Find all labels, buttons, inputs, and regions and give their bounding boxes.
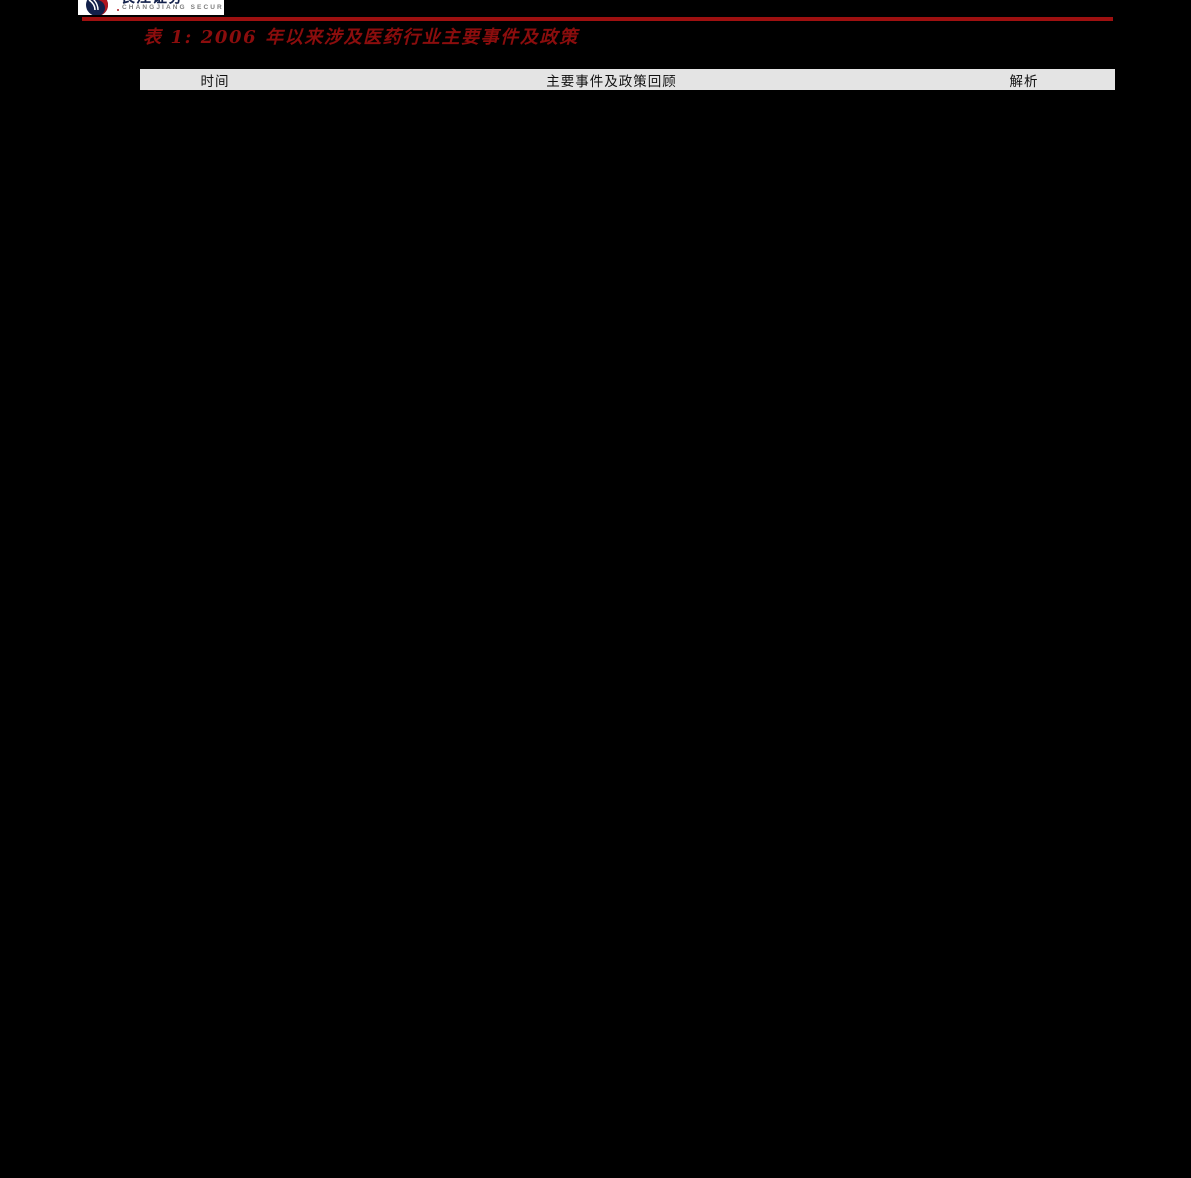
header-red-rule	[82, 17, 1113, 21]
company-logo: 长江证券 CHANGJIANG SECURITIES	[78, 0, 224, 15]
logo-chinese-name: 长江证券	[120, 0, 184, 5]
table-header: 时间 主要事件及政策回顾 解析	[140, 68, 1115, 91]
logo-registered-dot	[117, 9, 119, 11]
table-header-row: 时间 主要事件及政策回顾 解析	[140, 68, 1115, 91]
column-header-analysis: 解析	[933, 68, 1115, 91]
logo-english-name: CHANGJIANG SECURITIES	[122, 4, 224, 11]
events-policy-table: 时间 主要事件及政策回顾 解析	[140, 68, 1115, 91]
changjiang-swirl-logo-mark	[86, 0, 108, 15]
column-header-time: 时间	[140, 68, 290, 91]
column-header-events: 主要事件及政策回顾	[290, 68, 933, 91]
table-caption: 表 1: 2006 年以来涉及医药行业主要事件及政策	[143, 27, 579, 48]
